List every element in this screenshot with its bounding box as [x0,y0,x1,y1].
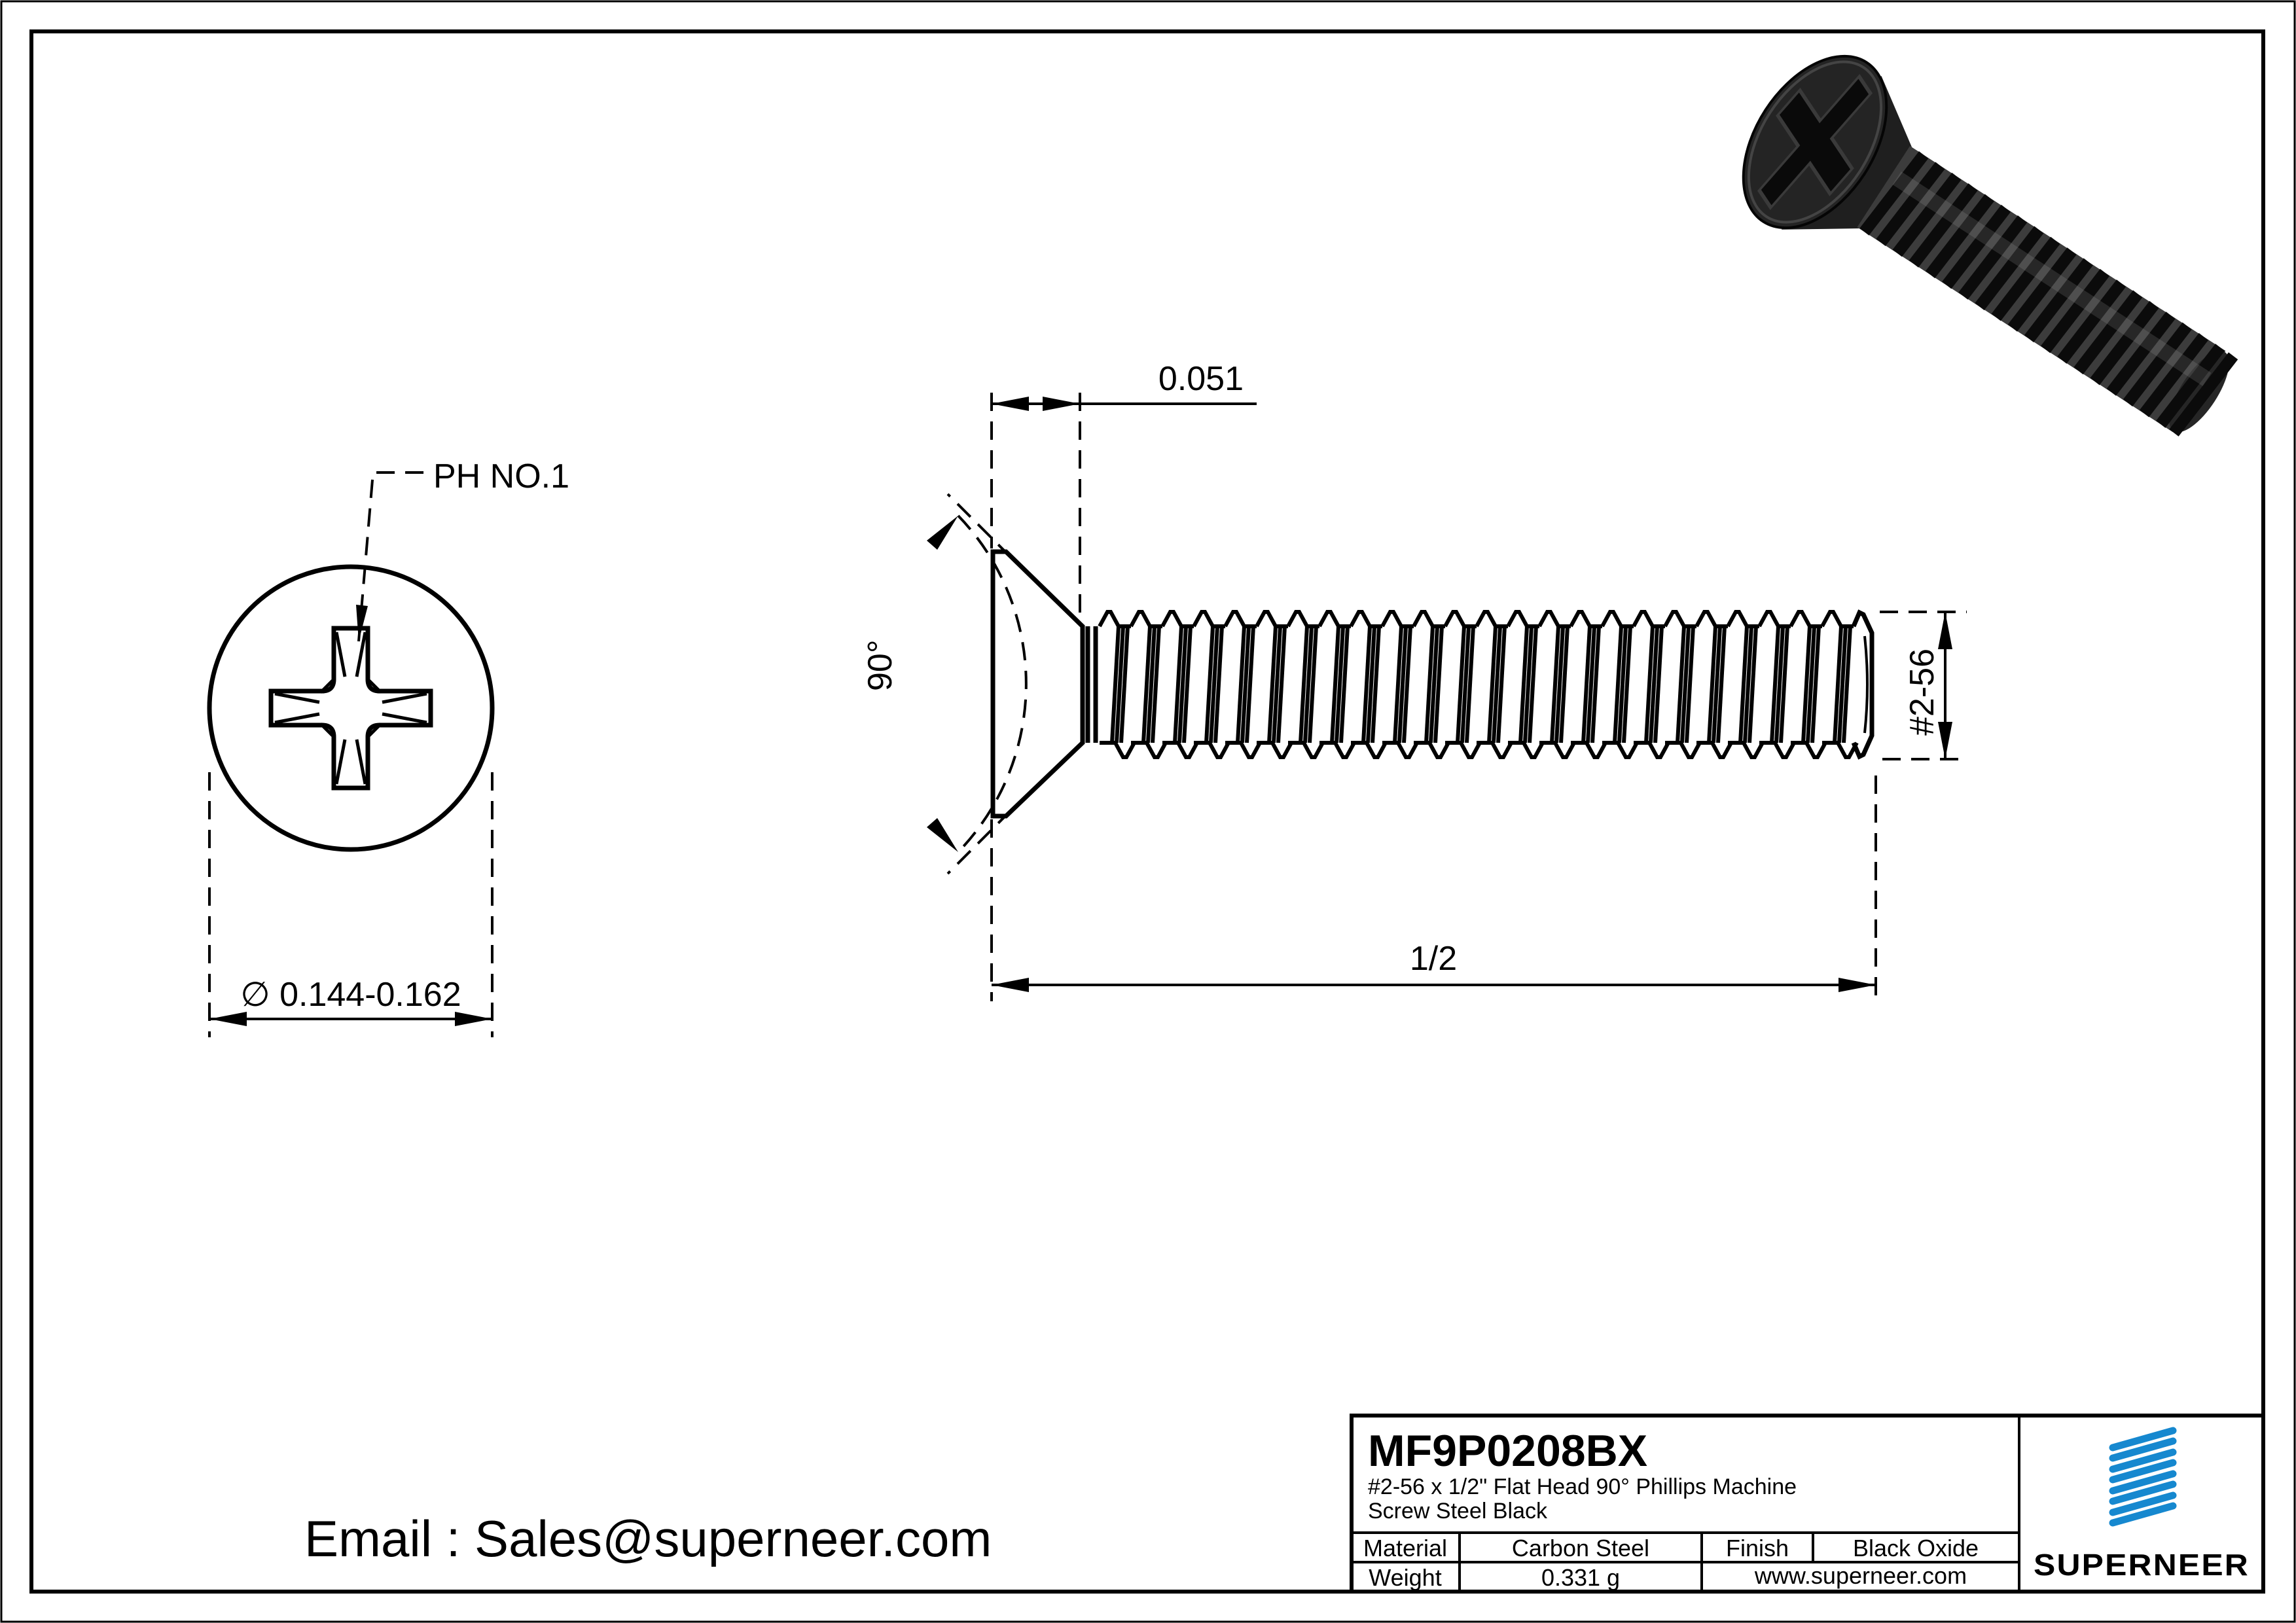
finish-label: Finish [1726,1535,1789,1561]
dimension-diameter: ∅ 0.144-0.162 [208,772,493,1037]
brand-logo: SUPERNEER [2034,1427,2250,1582]
phillips-recess-outline [268,626,433,791]
brand-wordmark: SUPERNEER [2034,1548,2250,1582]
title-block: MF9P0208BX #2-56 x 1/2" Flat Head 90° Ph… [1350,1414,2265,1594]
ph-no1-callout: PH NO.1 [356,457,569,642]
diameter-value: ∅ 0.144-0.162 [240,976,461,1014]
finish-value: Black Oxide [1853,1535,1979,1561]
top-view: PH NO.1 ∅ 0.144-0.162 [207,457,569,1037]
screw-3d-highlight [1892,171,2212,386]
logo-stripes-icon [2109,1427,2177,1527]
angle-extension [946,493,1013,559]
dim-arrowhead [1938,722,1952,759]
dim-arrowhead [1043,397,1080,411]
head-outline-circle [207,564,495,852]
email-text[interactable]: Email : Sales@superneer.com [304,1510,992,1567]
description-line2: Screw Steel Black [1368,1499,1548,1524]
dim-arrowhead [992,978,1029,992]
leader-line [357,471,429,642]
material-value: Carbon Steel [1512,1535,1649,1561]
description-line1: #2-56 x 1/2" Flat Head 90° Phillips Mach… [1368,1474,1797,1499]
website-link[interactable]: www.superneer.com [1754,1562,1967,1589]
dim-arrowhead [455,1012,492,1026]
dimension-thread-size: #2-56 [1880,611,1967,760]
dimension-head-angle: 90° [861,493,1028,875]
side-view: 0.051 90° #2-56 1/2 [861,360,1967,1001]
weight-value: 0.331 g [1541,1564,1620,1591]
thread-size-value: #2-56 [1903,649,1941,736]
dim-arrowhead [992,397,1029,411]
material-label: Material [1363,1535,1447,1561]
dim-arrowhead [1938,612,1952,649]
ph-no1-label: PH NO.1 [433,457,569,495]
dimension-head-height: 0.051 [990,360,1257,622]
length-value: 1/2 [1410,940,1457,978]
part-number: MF9P0208BX [1368,1426,1647,1476]
render-3d-screw [1742,54,2267,481]
leader-arrowhead [356,605,368,641]
angle-arc [957,514,1028,853]
dim-arrowhead [1839,978,1876,992]
screw-3d-head-rim [1747,60,1883,224]
dimension-length: 1/2 [990,776,1877,1001]
weight-label: Weight [1369,1564,1441,1591]
arc-arrowhead [927,516,958,550]
screw-tip-end [1851,609,1874,760]
angle-extension [946,809,1013,875]
phillips-recess-3d-icon [1757,74,1873,210]
dim-arrowhead [209,1012,247,1026]
head-height-value: 0.051 [1158,360,1244,398]
arc-arrowhead [927,818,958,852]
inner-border [29,29,2265,1594]
head-angle-value: 90° [861,639,899,691]
tip-chamfer-line [1863,635,1869,734]
phillips-recess-detail-lines [274,632,427,785]
